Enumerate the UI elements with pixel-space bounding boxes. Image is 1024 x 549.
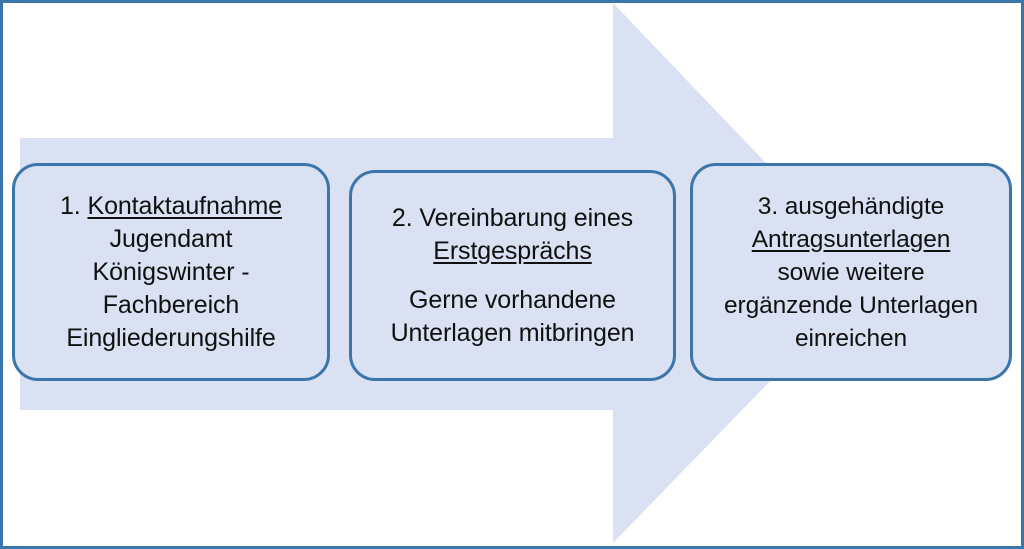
step-3-line-4: ergänzende Unterlagen [724, 291, 978, 319]
step-2-line-spacer [358, 268, 667, 284]
step-1-line-5: Eingliederungshilfe [66, 323, 276, 352]
step-1-heading: Kontaktaufnahme [87, 191, 283, 220]
step-3-line-3: sowie weitere [777, 258, 925, 286]
step-2-line-5: Unterlagen mitbringen [390, 318, 635, 347]
step-1-line-1: 1. Kontaktaufnahme [21, 190, 321, 223]
step-2-line-1: 2. Vereinbarung eines [391, 203, 634, 232]
step-1-line-2: Jugendamt [109, 224, 233, 253]
step-2-line-4: Gerne vorhandene [409, 285, 616, 314]
step-3-line-5: einreichen [794, 324, 908, 352]
step-2-line-2: Erstgesprächs [358, 235, 667, 268]
process-step-2-box[interactable]: 2. Vereinbarung eines Erstgesprächs Gern… [349, 170, 676, 381]
process-step-1-text: 1. Kontaktaufnahme Jugendamt Königswinte… [15, 190, 327, 355]
step-2-heading: Erstgesprächs [433, 236, 592, 265]
step-1-number: 1. [60, 191, 88, 220]
process-step-3-box[interactable]: 3. ausgehändigte Antragsunterlagen sowie… [690, 163, 1012, 381]
step-1-line-3: Königswinter - [92, 257, 250, 286]
process-step-2-text: 2. Vereinbarung eines Erstgesprächs Gern… [352, 202, 673, 350]
step-3-heading: Antragsunterlagen [751, 225, 951, 253]
step-3-line-2: Antragsunterlagen [699, 223, 1003, 256]
step-3-line-1: 3. ausgehändigte [757, 192, 945, 220]
process-step-3-text: 3. ausgehändigte Antragsunterlagen sowie… [693, 190, 1009, 355]
process-step-1-box[interactable]: 1. Kontaktaufnahme Jugendamt Königswinte… [12, 163, 330, 381]
step-1-line-4: Fachbereich [102, 290, 240, 319]
